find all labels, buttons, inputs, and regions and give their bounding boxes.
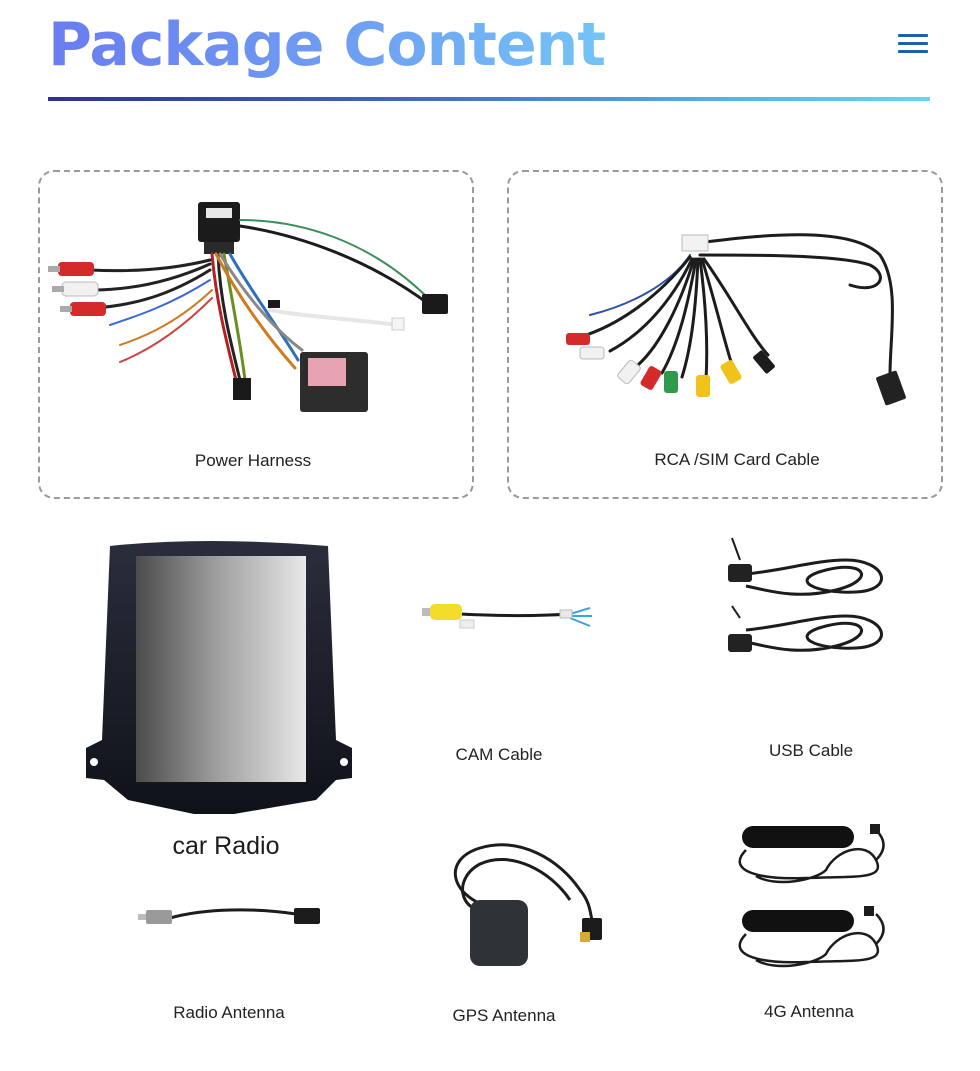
power-harness-card bbox=[38, 170, 474, 499]
gps-antenna-image bbox=[453, 843, 602, 966]
radio-antenna-label: Radio Antenna bbox=[173, 1003, 285, 1022]
car-radio-label: car Radio bbox=[172, 832, 280, 860]
usb-cable-label: USB Cable bbox=[768, 741, 854, 760]
page-title: Package Content bbox=[48, 6, 606, 84]
hamburger-menu-icon[interactable] bbox=[898, 32, 930, 58]
radio-antenna-image bbox=[138, 908, 320, 924]
usb-cable-image bbox=[728, 537, 883, 652]
page-header: Package Content bbox=[0, 0, 980, 110]
cam-cable-image bbox=[422, 604, 592, 629]
power-harness-label: Power Harness bbox=[194, 451, 312, 470]
4g-antenna-label: 4G Antenna bbox=[764, 1002, 854, 1021]
gps-antenna-label: GPS Antenna bbox=[452, 1006, 556, 1025]
cam-cable-label: CAM Cable bbox=[455, 745, 543, 764]
rca-sim-cable-label: RCA /SIM Card Cable bbox=[654, 450, 820, 469]
car-radio-image bbox=[86, 541, 352, 814]
title-divider bbox=[48, 97, 930, 101]
rca-sim-cable-image bbox=[566, 233, 906, 406]
4g-antenna-image bbox=[738, 824, 885, 968]
rca-sim-cable-card bbox=[507, 170, 943, 499]
power-harness-image bbox=[48, 202, 448, 412]
